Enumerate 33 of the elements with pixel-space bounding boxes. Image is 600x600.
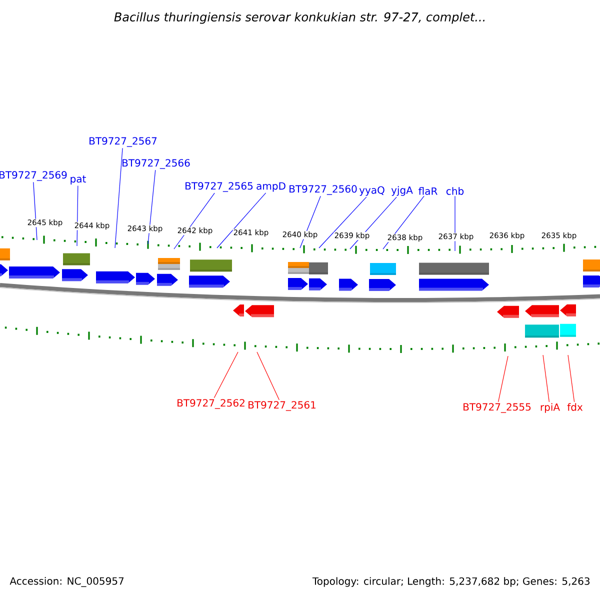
gene-label: BT9727_2567 [90, 137, 157, 147]
leader-line [216, 192, 266, 248]
leader-line [76, 185, 78, 246]
genome-info-text: Topology: circular; Length: 5,237,682 bp; Genes: 5,263 [312, 577, 590, 587]
leader-line [256, 352, 280, 400]
leader-line [542, 354, 550, 402]
gene-label: BT9727_2565 [186, 182, 253, 192]
leader-line [498, 356, 508, 402]
leader-line [114, 148, 123, 248]
gene-label: chb [446, 187, 464, 195]
accession-text: Accession: NC_005957 [10, 577, 124, 587]
gene-label: ampD [256, 182, 286, 192]
gene-label: BT9727_2560 [290, 185, 357, 195]
gene-label: BT9727_2562 [178, 399, 244, 409]
gene-label: yjgA [391, 186, 413, 196]
leader-line [350, 196, 397, 250]
leader-line [300, 196, 321, 248]
leader-line [148, 170, 156, 244]
leader-line [214, 352, 238, 398]
leader-line [568, 354, 575, 402]
leader-line [174, 192, 215, 250]
gene-label: rpiA [540, 403, 560, 413]
gene-label: yyaQ [359, 186, 384, 196]
gene-label: BT9727_2561 [248, 401, 316, 411]
gene-label: BT9727_2569 [0, 171, 67, 181]
gene-label: BT9727_2566 [122, 159, 190, 169]
title: Bacillus thuringiensis serovar konkukian str. 97-27, complet... [114, 12, 485, 24]
leader-line [318, 196, 367, 248]
gene-label: BT9727_2555 [464, 403, 531, 413]
gene-label: fdx [567, 403, 583, 411]
gene-label: flaR [418, 187, 438, 195]
gene-label: pat [70, 175, 86, 185]
leader-line [33, 182, 38, 240]
